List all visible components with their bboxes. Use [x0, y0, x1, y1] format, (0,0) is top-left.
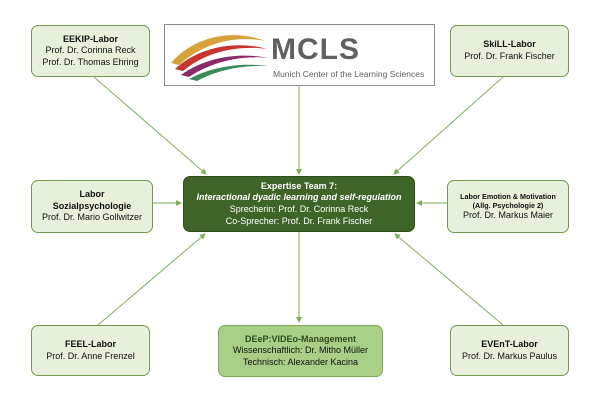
mcls-logo-word: MCLS: [271, 33, 360, 66]
mcls-swoosh-logo: [171, 35, 269, 81]
center-speaker: Sprecherin: Prof. Dr. Corinna Reck: [229, 204, 369, 214]
skill-labor-person: Prof. Dr. Frank Fischer: [464, 51, 555, 61]
feel-labor-title: FEEL-Labor: [65, 338, 116, 349]
sozialpsychologie-labor-title-2: Sozialpsychologie: [52, 200, 132, 211]
skill-labor-title: SkiLL-Labor: [483, 39, 536, 50]
mcls-logo-subtitle: Munich Center of the Learning Sciences: [273, 69, 425, 79]
deep-scientific: Wissenschaftlich: Dr. Mitho Müller: [232, 345, 369, 356]
expertise-team-center-box: Expertise Team 7: Interactional dyadic l…: [183, 176, 415, 232]
connector-eekip-to-center: [93, 76, 207, 175]
mcls-logo-box: MCLS Munich Center of the Learning Scien…: [164, 24, 435, 86]
center-co-speaker: Co-Sprecher: Prof. Dr. Frank Fischer: [225, 215, 373, 226]
connector-event-to-center: [394, 233, 504, 326]
emotion-motivation-labor-title-1: Labor Emotion & Motivation: [460, 191, 556, 201]
feel-labor-box: FEEL-Labor Prof. Dr. Anne Frenzel: [31, 325, 150, 376]
center-title: Expertise Team 7:: [260, 180, 338, 191]
eekip-labor-title: EEKIP-Labor: [62, 33, 118, 44]
deep-technical: Technisch: Alexander Kacina: [242, 356, 359, 367]
eekip-labor-person-1: Prof. Dr. Corinna Reck: [45, 45, 136, 56]
event-labor-box: EVEnT-Labor Prof. Dr. Markus Paulus: [450, 325, 569, 376]
sozialpsychologie-labor-title-1: Labor: [79, 189, 105, 200]
feel-labor-person: Prof. Dr. Anne Frenzel: [46, 350, 135, 361]
emotion-motivation-labor-title-2: (Allg. Psychologie 2): [472, 200, 544, 210]
eekip-labor-person-2: Prof. Dr. Thomas Ehring: [42, 56, 139, 67]
skill-labor-box: SkiLL-Labor Prof. Dr. Frank Fischer: [450, 25, 569, 77]
sozialpsychologie-labor-box: Labor Sozialpsychologie Prof. Dr. Mario …: [31, 180, 153, 233]
deep-video-management-box: DEeP:VIDEo-Management Wissenschaftlich: …: [218, 325, 383, 377]
connector-feel-to-center: [97, 233, 206, 326]
emotion-motivation-labor-person: Prof. Dr. Markus Maier: [462, 209, 554, 220]
sozialpsychologie-labor-person: Prof. Dr. Mario Gollwitzer: [41, 212, 143, 223]
connector-skill-to-center: [393, 76, 504, 175]
deep-title: DEeP:VIDEo-Management: [244, 333, 357, 344]
eekip-labor-box: EEKIP-Labor Prof. Dr. Corinna Reck Prof.…: [31, 25, 150, 77]
event-labor-title: EVEnT-Labor: [481, 338, 538, 349]
emotion-motivation-labor-box: Labor Emotion & Motivation (Allg. Psycho…: [447, 180, 569, 233]
center-subtitle: Interactional dyadic learning and self-r…: [196, 192, 402, 203]
event-labor-person: Prof. Dr. Markus Paulus: [461, 350, 558, 361]
